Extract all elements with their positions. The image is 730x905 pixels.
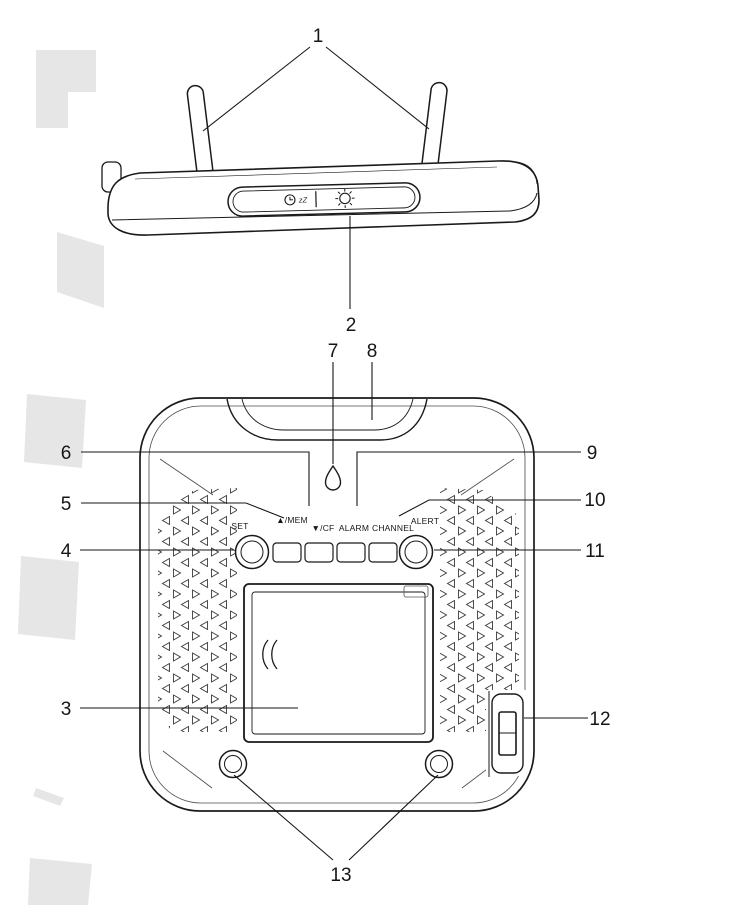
foot-right: [424, 749, 454, 779]
callout-10: 10: [584, 490, 605, 511]
leader-line-5: [81, 502, 285, 519]
top-button-panel: zZ: [227, 182, 421, 217]
back-body-inner-line: [148, 405, 526, 804]
button-row: [234, 534, 434, 570]
leader-line-10: [398, 499, 581, 517]
leader-line-6: [81, 451, 310, 506]
leader-line-1: [202, 46, 430, 132]
top-side-view: zZ 1 2: [101, 26, 540, 336]
watermark-shapes: [18, 50, 104, 905]
console-top-bevel: [134, 166, 498, 180]
callout-6: 6: [61, 443, 72, 464]
leader-line-13: [233, 774, 439, 861]
callout-1: 1: [313, 26, 324, 47]
alert-button-cap: [404, 540, 428, 564]
callout-2: 2: [346, 315, 357, 336]
label-up-mem: ▲/MEM: [276, 515, 308, 525]
battery-door-latch: [403, 585, 429, 598]
battery-door-grip: [262, 639, 278, 670]
alarm-button: [336, 542, 366, 563]
set-button: [234, 534, 270, 570]
light-rays-icon: [335, 188, 355, 209]
up-mem-button: [272, 542, 302, 563]
alert-button: [398, 534, 434, 570]
callout-4: 4: [61, 541, 72, 562]
stand-arch-outer: [226, 398, 428, 441]
back-view: SET ▲/MEM ▼/CF ALARM CHANNEL ALERT: [61, 341, 611, 886]
callout-12: 12: [589, 709, 610, 730]
clock-snooze-icon: zZ: [284, 194, 308, 206]
stand-arch-inner: [241, 398, 414, 431]
vent-band-left: [158, 488, 237, 732]
console-right-seam: [516, 161, 538, 185]
keyhole-hanger: [324, 464, 342, 491]
label-alert: ALERT: [411, 516, 439, 526]
console-bottom-seam: [111, 192, 538, 221]
callout-9: 9: [587, 443, 598, 464]
label-alarm: ALARM: [339, 523, 369, 533]
channel-button: [368, 542, 398, 563]
callout-5: 5: [61, 494, 72, 515]
callout-3: 3: [61, 699, 72, 720]
side-jack: [486, 690, 526, 777]
corner-creases: [159, 458, 515, 789]
label-down-cf: ▼/CF: [312, 523, 335, 533]
antenna-left: [186, 84, 214, 178]
callout-8: 8: [367, 341, 378, 362]
vent-band-right: [440, 488, 519, 732]
label-set: SET: [231, 521, 248, 531]
label-channel: CHANNEL: [372, 523, 414, 533]
down-cf-button: [304, 542, 334, 563]
snooze-label: zZ: [298, 195, 308, 204]
callout-11: 11: [585, 541, 605, 562]
battery-compartment: [243, 583, 434, 743]
callout-13: 13: [330, 865, 351, 886]
leader-line-9: [356, 451, 581, 506]
foot-left: [218, 749, 248, 779]
callout-7: 7: [328, 341, 339, 362]
leader-lines-back: [80, 362, 588, 861]
set-button-cap: [240, 540, 264, 564]
